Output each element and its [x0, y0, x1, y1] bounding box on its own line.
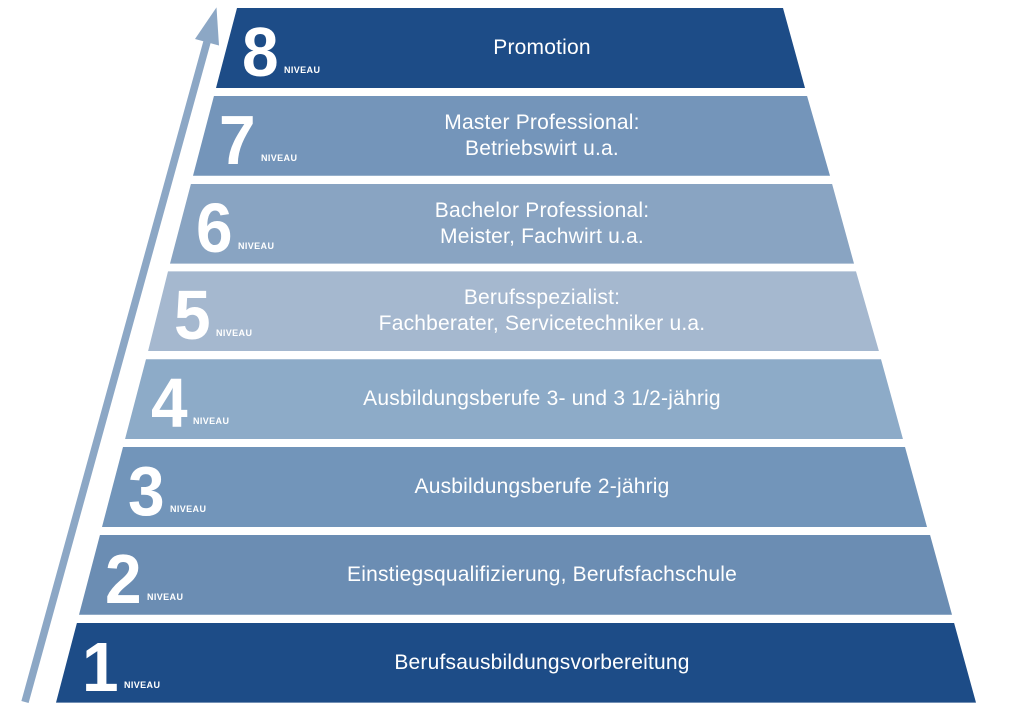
level-number-block: 8 NIVEAU	[242, 13, 321, 91]
pyramid-level-4: 4 NIVEAU Ausbildungsberufe 3- und 3 1/2-…	[125, 359, 903, 443]
level-number-block: 6 NIVEAU	[196, 188, 275, 267]
pyramid-level-1: 1 NIVEAU Berufsausbildungsvorbereitung	[56, 622, 976, 706]
niveau-label: NIVEAU	[123, 679, 161, 690]
pyramid-level-7: 7 NIVEAU Master Professional: Betriebswi…	[193, 95, 830, 179]
pyramid-level-6: 6 NIVEAU Bachelor Professional: Meister,…	[170, 183, 854, 267]
pyramid-level-2: 2 NIVEAU Einstiegsqualifizierung, Berufs…	[79, 534, 952, 618]
niveau-label: NIVEAU	[215, 328, 253, 339]
niveau-label: NIVEAU	[146, 591, 184, 602]
level-label: Bachelor Professional: Meister, Fachwirt…	[434, 198, 650, 248]
pyramid-level-8: 8 NIVEAU Promotion	[216, 8, 805, 91]
level-number-block: 4 NIVEAU	[151, 364, 230, 443]
level-number-block: 2 NIVEAU	[105, 539, 184, 618]
pyramid-level-3: 3 NIVEAU Ausbildungsberufe 2-jährig	[102, 447, 927, 530]
level-number: 3	[128, 452, 165, 530]
level-number-block: 3 NIVEAU	[128, 452, 207, 530]
level-number: 5	[174, 276, 211, 355]
level-label: Promotion	[493, 36, 591, 59]
level-number-block: 7 NIVEAU	[219, 100, 298, 179]
level-number: 8	[242, 13, 279, 91]
level-label: Ausbildungsberufe 3- und 3 1/2-jährig	[363, 387, 721, 411]
level-number: 7	[219, 100, 256, 179]
level-label: Ausbildungsberufe 2-jährig	[414, 475, 670, 498]
level-number-block: 1 NIVEAU	[82, 627, 161, 706]
niveau-label: NIVEAU	[283, 65, 321, 75]
level-label: Master Professional: Betriebswirt u.a.	[444, 110, 640, 160]
level-number: 2	[105, 539, 142, 618]
niveau-label: NIVEAU	[192, 416, 230, 427]
niveau-label: NIVEAU	[237, 240, 275, 251]
level-label: Einstiegsqualifizierung, Berufsfachschul…	[347, 562, 737, 586]
level-number: 6	[196, 188, 233, 267]
pyramid-level-5: 5 NIVEAU Berufsspezialist: Fachberater, …	[148, 271, 879, 355]
niveau-label: NIVEAU	[260, 152, 298, 163]
level-number: 1	[82, 627, 119, 706]
level-number: 4	[151, 364, 188, 443]
niveau-label: NIVEAU	[169, 504, 207, 514]
level-label: Berufsausbildungsvorbereitung	[394, 650, 690, 674]
level-number-block: 5 NIVEAU	[174, 276, 253, 355]
level-label: Berufsspezialist: Fachberater, Servicete…	[378, 286, 706, 336]
